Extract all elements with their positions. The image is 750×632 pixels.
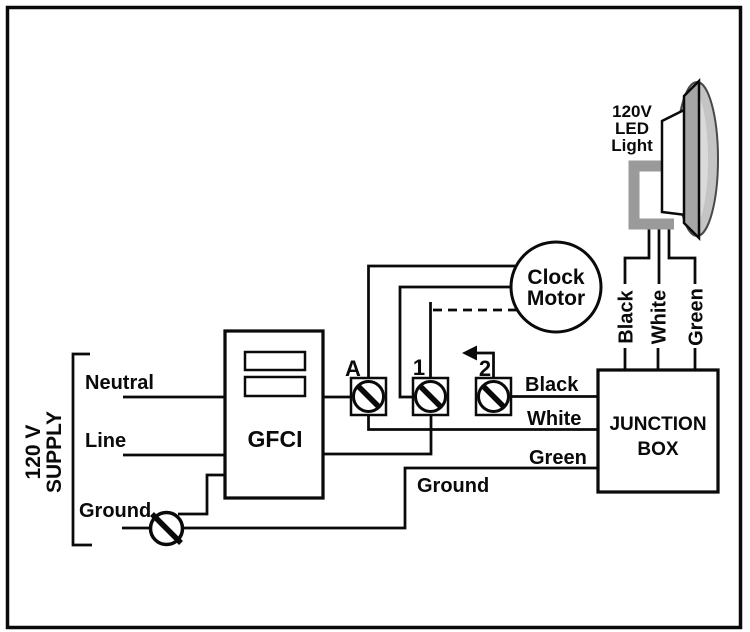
ground-screw: [148, 510, 185, 547]
led-light-label-line2: LED: [615, 119, 649, 138]
gfci-to-terminal-1-wire: [323, 415, 433, 456]
neutral-label: Neutral: [85, 372, 154, 394]
led-black-wire-label: Black: [616, 289, 638, 343]
terminal-a-screw-slot: [355, 383, 382, 410]
led-green-wire-top: [667, 229, 697, 284]
ground-wire-label: Ground: [417, 475, 489, 497]
ground-screw-slot: [150, 512, 183, 545]
terminal-2-arrow-line: [474, 351, 495, 378]
clock-motor-circle: [509, 240, 603, 334]
terminal-2: [474, 376, 513, 417]
terminal-a-label: A: [345, 356, 361, 381]
gfci-outlet-slot-bottom: [243, 375, 307, 398]
junction-box-label-line2: BOX: [637, 439, 679, 460]
terminal-2-label: 2: [479, 356, 491, 381]
diagram-border: [5, 5, 743, 630]
white-wire: [367, 415, 598, 431]
ground-to-gfci-wire: [178, 473, 225, 516]
terminal-a-to-motor-wire: [367, 264, 517, 378]
led-can-body: [660, 106, 688, 217]
supply-bracket: [71, 352, 92, 547]
gfci-outlet-slot-top: [243, 350, 307, 372]
junction-box-label-line1: JUNCTION: [609, 414, 706, 435]
terminal-2-arrow-head-icon: [462, 345, 477, 361]
white-wire-label: White: [527, 408, 581, 430]
supply-voltage-label: 120 V: [22, 425, 45, 480]
motor-to-terminal-1-wire: [398, 285, 512, 399]
led-mounting-bracket: [628, 160, 674, 230]
black-wire-label: Black: [525, 374, 579, 396]
ground-to-junction-wire: [182, 466, 598, 530]
green-wire-label: Green: [529, 447, 587, 469]
terminal-1: [411, 376, 450, 417]
terminal-1-screw-slot: [417, 383, 444, 410]
junction-box: [596, 368, 720, 494]
ground-label-supply: Ground: [79, 500, 151, 522]
terminal-2-screw-slot: [480, 383, 507, 410]
terminal-1-label: 1: [413, 355, 425, 380]
clock-motor-label-line1: Clock: [527, 266, 585, 289]
gfci-label: GFCI: [248, 426, 303, 452]
led-green-wire-label: Green: [686, 288, 708, 346]
terminal-a: [349, 376, 388, 417]
led-black-wire-top: [623, 229, 651, 284]
led-white-wire-label: White: [649, 290, 671, 344]
led-trim-plate: [682, 77, 701, 242]
line-label: Line: [85, 430, 126, 452]
clock-motor-label-line2: Motor: [527, 287, 585, 310]
led-light-label-line1: 120V: [612, 102, 652, 121]
supply-name-label: SUPPLY: [43, 411, 66, 493]
led-light-label-line3: Light: [611, 136, 653, 155]
